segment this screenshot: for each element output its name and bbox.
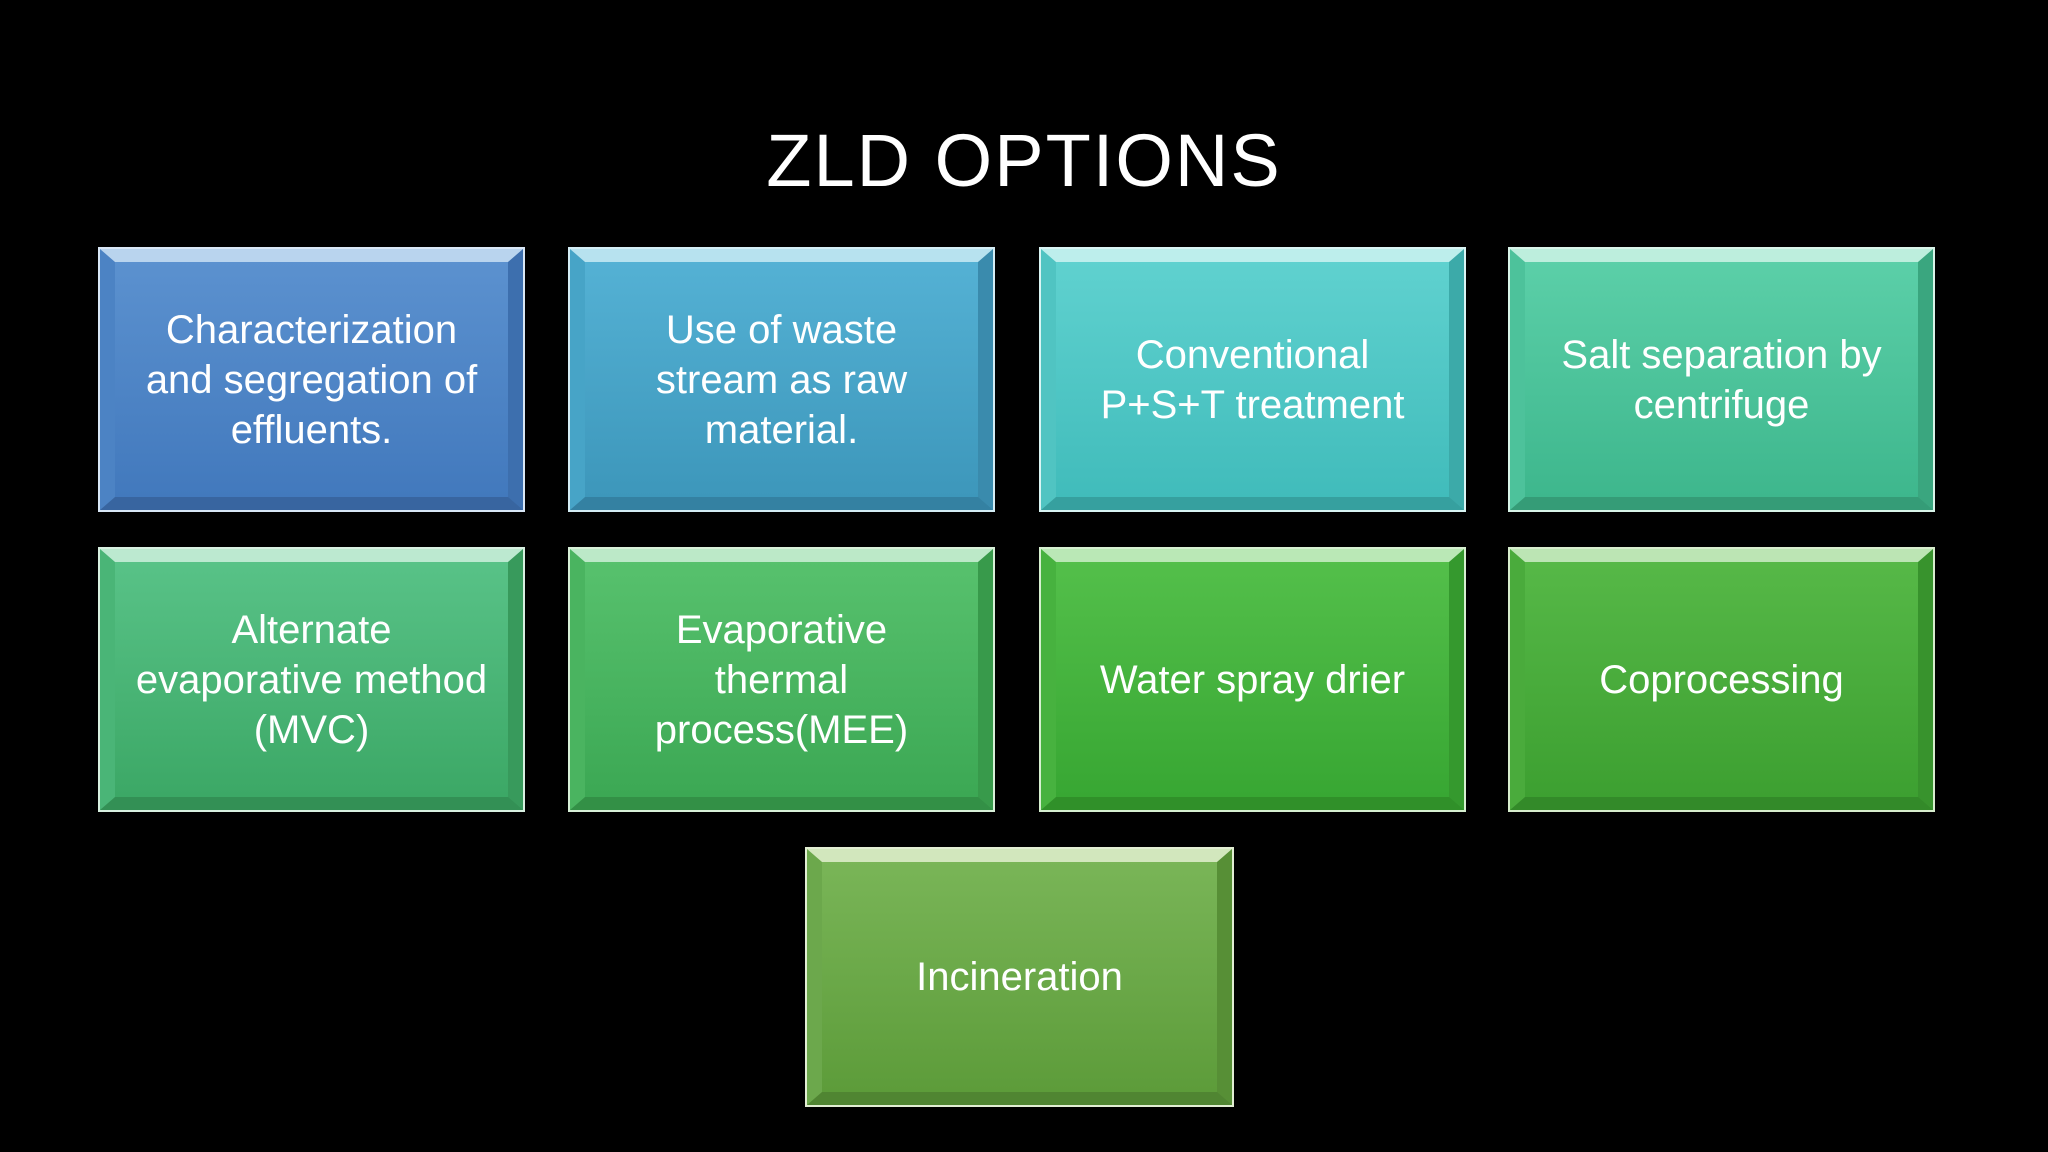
box-water-spray-drier: Water spray drier [1041,549,1464,810]
box-label: Conventional P+S+T treatment [1100,332,1405,427]
box-label: Water spray drier [1099,657,1406,702]
box-label: Alternate evaporative method (MVC) [135,607,488,752]
box-label: Use of waste stream as raw material. [655,307,908,452]
slide-title: ZLD OPTIONS [766,119,1282,202]
box-waste-stream-raw-material: Use of waste stream as raw material. [570,249,993,510]
box-evaporative-thermal-mee: Evaporative thermal process(MEE) [570,549,993,810]
box-label: Evaporative thermal process(MEE) [654,607,909,752]
box-label: Characterization and segregation of effl… [145,307,478,452]
box-coprocessing: Coprocessing [1510,549,1933,810]
box-label: Coprocessing [1599,657,1844,702]
box-characterization-segregation: Characterization and segregation of effl… [100,249,523,510]
box-label: Salt separation by centrifuge [1561,332,1882,427]
box-incineration: Incineration [807,849,1232,1105]
box-salt-separation-centrifuge: Salt separation by centrifuge [1510,249,1933,510]
box-label: Incineration [916,955,1123,999]
box-conventional-pst-treatment: Conventional P+S+T treatment [1041,249,1464,510]
box-alternate-evaporative-mvc: Alternate evaporative method (MVC) [100,549,523,810]
